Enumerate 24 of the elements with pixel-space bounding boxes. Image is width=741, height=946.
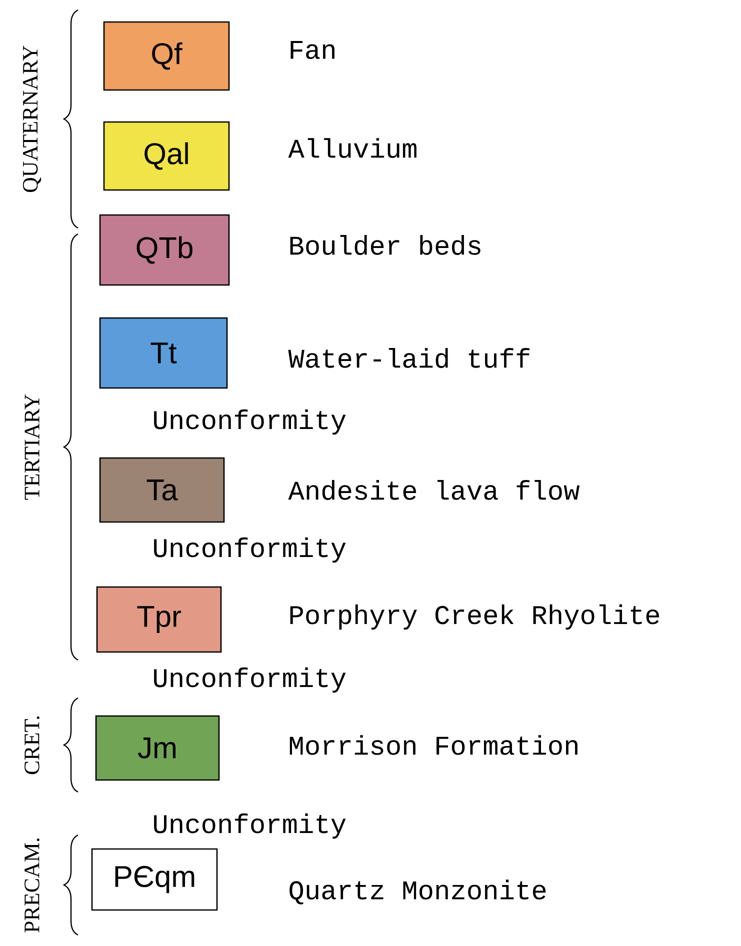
- map-unit-box: Qal: [103, 121, 230, 191]
- unconformity-label: Unconformity: [154, 409, 346, 435]
- unit-description: Fan: [290, 40, 334, 60]
- era-label: PRECAM.: [24, 838, 40, 932]
- unit-description: Boulder beds: [290, 235, 480, 255]
- unconformity-label: Unconformity: [154, 537, 346, 563]
- era-label: CRET.: [24, 716, 40, 774]
- unconformity-label: Unconformity: [154, 813, 346, 839]
- unit-description: Morrison Formation: [290, 735, 578, 755]
- unit-description: Andesite lava flow: [288, 480, 580, 500]
- map-unit-box: Tpr: [96, 586, 222, 653]
- map-unit-box: Tt: [99, 317, 228, 389]
- unit-description: Porphyry Creek Rhyolite: [290, 604, 660, 630]
- unconformity-label: Unconformity: [154, 667, 346, 693]
- map-unit-box: QTb: [99, 214, 230, 286]
- unit-description: Water-laid tuff: [288, 348, 530, 368]
- map-unit-box: Jm: [95, 715, 220, 781]
- map-unit-box: Ta: [99, 457, 225, 523]
- map-unit-box: PЄqm: [91, 848, 218, 911]
- unit-description: Quartz Monzonite: [290, 880, 546, 904]
- era-label: QUATERNARY: [22, 46, 42, 192]
- unit-description: Alluvium: [288, 138, 416, 158]
- map-unit-box: Qf: [103, 21, 230, 91]
- era-label: TERTIARY: [24, 394, 40, 500]
